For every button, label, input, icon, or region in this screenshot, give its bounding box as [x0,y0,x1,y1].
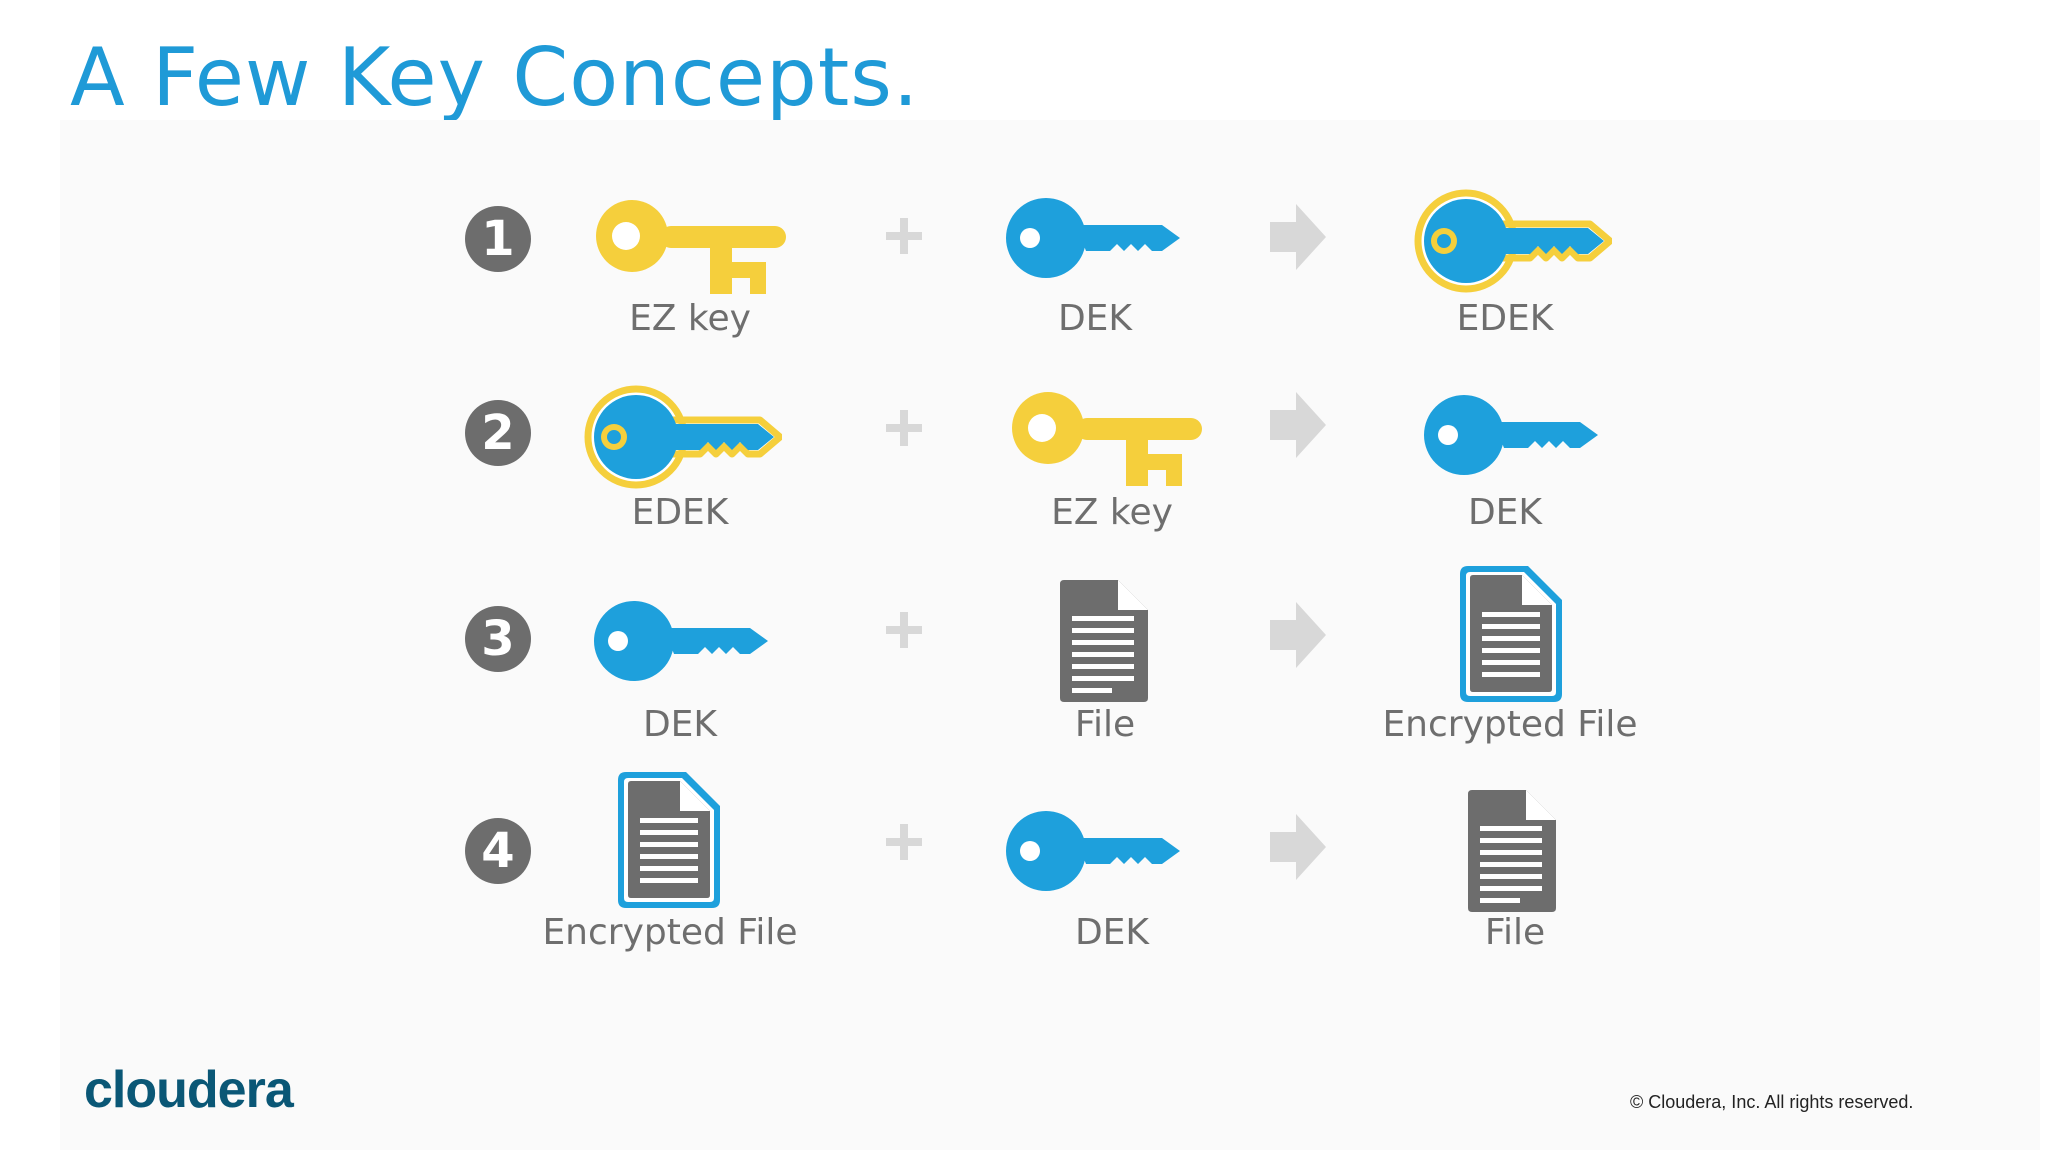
row-1-result-label: EDEK [1456,298,1554,339]
dek-key-icon [590,596,770,686]
dek-key-icon [1002,193,1182,283]
row-3-result-label: Encrypted File [1382,704,1638,745]
ez-key-icon [590,196,790,296]
plus-icon [884,822,924,862]
arrow-right-icon [1268,600,1328,670]
plus-icon [884,610,924,650]
row-4-left-label: Encrypted File [542,912,798,953]
step-badge-3: 3 [465,606,531,672]
step-badge-1: 1 [465,206,531,272]
dek-key-icon [1420,390,1600,480]
page-title: A Few Key Concepts. [70,31,920,124]
ez-key-icon [1006,388,1206,488]
row-2-middle-label: EZ key [1051,492,1173,533]
step-badge-4: 4 [465,818,531,884]
arrow-right-icon [1268,812,1328,882]
dek-key-icon [1002,806,1182,896]
encrypted-file-icon [614,770,724,910]
row-3-middle-label: File [1074,704,1136,745]
file-icon [1054,576,1154,706]
row-3-left-label: DEK [642,704,718,745]
step-badge-2: 2 [465,400,531,466]
row-2-left-label: EDEK [631,492,729,533]
row-1-left-label: EZ key [629,298,751,339]
arrow-right-icon [1268,202,1328,272]
edek-key-icon [1412,186,1612,296]
row-1-middle-label: DEK [1057,298,1133,339]
row-4-result-label: File [1484,912,1546,953]
cloudera-logo: cloudera [84,1061,294,1119]
arrow-right-icon [1268,390,1328,460]
encrypted-file-icon [1456,564,1566,704]
row-4-middle-label: DEK [1074,912,1150,953]
plus-icon [884,216,924,256]
file-icon [1462,786,1562,916]
copyright-text: © Cloudera, Inc. All rights reserved. [1630,1092,1914,1112]
edek-key-icon [582,382,782,492]
diagram-panel [60,120,2040,1150]
row-2-result-label: DEK [1467,492,1543,533]
plus-icon [884,408,924,448]
